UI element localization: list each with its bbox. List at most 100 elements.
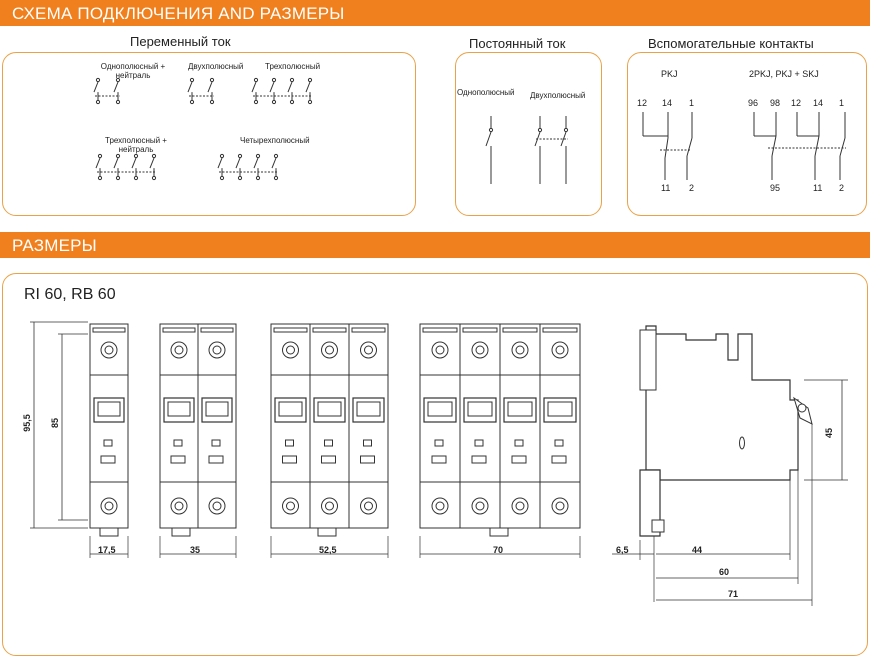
mod-4p-a-screw-top-inner — [435, 345, 445, 355]
terminal-dot — [95, 77, 101, 83]
mod-3p-b-toggle-inner — [317, 401, 342, 417]
terminal-dot — [289, 77, 295, 83]
terminal-dot — [255, 175, 261, 181]
ac-title: Переменный ток — [130, 34, 231, 49]
terminal-dot — [237, 175, 243, 181]
mod-2p-b-window — [208, 455, 224, 464]
ac-panel — [2, 52, 416, 216]
mod-3p-a-screw-top-inner — [286, 345, 295, 355]
aux-pkj-1: 1 — [689, 98, 695, 108]
mod-4p-b-screw-top-inner — [475, 345, 485, 355]
ac-label-2p: Двухполюсный — [188, 62, 244, 71]
terminal-dot — [307, 99, 313, 105]
mod-2p-a-screw-top-inner — [174, 345, 184, 355]
terminal-dot — [563, 127, 569, 133]
mod-3p-c-window — [360, 455, 375, 464]
switch-blade — [207, 81, 213, 93]
mod-2p-b-top-cap — [200, 327, 234, 333]
dc-title: Постоянный ток — [469, 36, 566, 51]
switch-blade — [131, 157, 137, 169]
mod-2p-a-screw-bottom-inner — [174, 501, 184, 511]
dim-side-c: 60 — [719, 567, 730, 577]
dim-width-4: 70 — [493, 545, 504, 555]
mod-3p-a-indicator — [285, 439, 294, 447]
terminal-dot — [97, 153, 103, 159]
mod-4p-d-top-cap — [542, 327, 578, 333]
switch-blade — [187, 81, 193, 93]
terminal-dot — [115, 153, 121, 159]
aux-multi-14: 14 — [813, 98, 824, 108]
mod-3p-c-screw-bottom-inner — [364, 501, 373, 511]
mod-3p-c-top-cap — [351, 327, 386, 333]
mod-3p-a-screw-bottom-inner — [286, 501, 295, 511]
aux-multi-label: 2PKJ, PKJ + SKJ — [749, 69, 819, 79]
side-view-body-0 — [645, 325, 799, 481]
mod-2p-clip — [171, 527, 191, 537]
terminal-dot — [151, 153, 157, 159]
terminal-dot — [95, 99, 101, 105]
aux-multi-2: 2 — [839, 183, 845, 193]
terminal-dot — [115, 77, 121, 83]
switch-blade — [305, 81, 311, 93]
mod-4p-c-top-cap — [502, 327, 538, 333]
terminal-dot — [273, 153, 279, 159]
mod-3p-c-indicator — [363, 439, 372, 447]
model-label: RI 60, RB 60 — [24, 286, 116, 303]
dc-blade — [485, 131, 492, 147]
mod-4p-d-window — [551, 455, 567, 464]
terminal-dot — [255, 153, 261, 159]
terminal-dot — [209, 99, 215, 105]
dim-side-d: 71 — [728, 589, 739, 599]
mod-4p-d-screw-bottom-inner — [555, 501, 565, 511]
mod-4p-a-window — [431, 455, 447, 464]
mod-3p-b-screw-top-inner — [325, 345, 334, 355]
mod-3p-b-screw-bottom-inner — [325, 501, 334, 511]
terminal-dot — [189, 77, 195, 83]
aux-title: Вспомогательные контакты — [648, 36, 814, 51]
aux-pkj-12: 12 — [637, 98, 648, 108]
dim-side-b: 44 — [692, 545, 703, 555]
terminal-dot — [273, 175, 279, 181]
mod-4p-c-window — [511, 455, 527, 464]
mod-1p-clip — [99, 527, 119, 537]
aux-multi-12: 12 — [791, 98, 802, 108]
terminal-dot — [219, 175, 225, 181]
mod-2p-a-top-cap — [162, 327, 196, 333]
mod-2p-b-indicator — [211, 439, 221, 447]
mod-3p-b-indicator — [324, 439, 333, 447]
terminal-dot — [289, 99, 295, 105]
mod-4p-a-toggle-inner — [427, 401, 453, 417]
mod-4p-b-toggle-inner — [467, 401, 493, 417]
mod-2p-b-screw-bottom-inner — [212, 501, 222, 511]
switch-blade — [235, 157, 241, 169]
terminal-dot — [133, 153, 139, 159]
side-view-foot — [651, 519, 665, 533]
mod-4p-a-indicator — [434, 439, 444, 447]
dim-side-a: 6,5 — [616, 545, 629, 555]
sizes-title: РАЗМЕРЫ — [12, 236, 97, 255]
mod-4p-c-indicator — [514, 439, 524, 447]
mod-4p-a-top-cap — [422, 327, 458, 333]
m-blade3 — [839, 137, 846, 157]
mod-4p-c-screw-top-inner — [515, 345, 525, 355]
mod-4p-b-top-cap — [462, 327, 498, 333]
terminal-dot — [219, 153, 225, 159]
terminal-dot — [189, 99, 195, 105]
side-view-slot — [739, 436, 745, 450]
mod-1p-top-cap — [92, 327, 126, 333]
mod-3p-a-toggle-inner — [278, 401, 303, 417]
ac-label-1p-n: Однополюсный + нейтраль — [100, 62, 166, 80]
pkj-c1-blade — [664, 137, 669, 159]
aux-pkj-14: 14 — [662, 98, 673, 108]
switch-blade — [149, 157, 155, 169]
mod-3p-b-top-cap — [312, 327, 347, 333]
mod-4p-c-screw-bottom-inner — [515, 501, 525, 511]
terminal-dot — [115, 175, 121, 181]
terminal-dot — [253, 77, 259, 83]
dc-blade — [560, 131, 567, 147]
aux-pkj-label: PKJ — [661, 69, 678, 79]
mod-4p-b-window — [471, 455, 487, 464]
mod-4p-b-indicator — [474, 439, 484, 447]
switch-blade — [113, 81, 119, 93]
ac-label-3p-n: Трехполюсный + нейтраль — [105, 136, 167, 154]
